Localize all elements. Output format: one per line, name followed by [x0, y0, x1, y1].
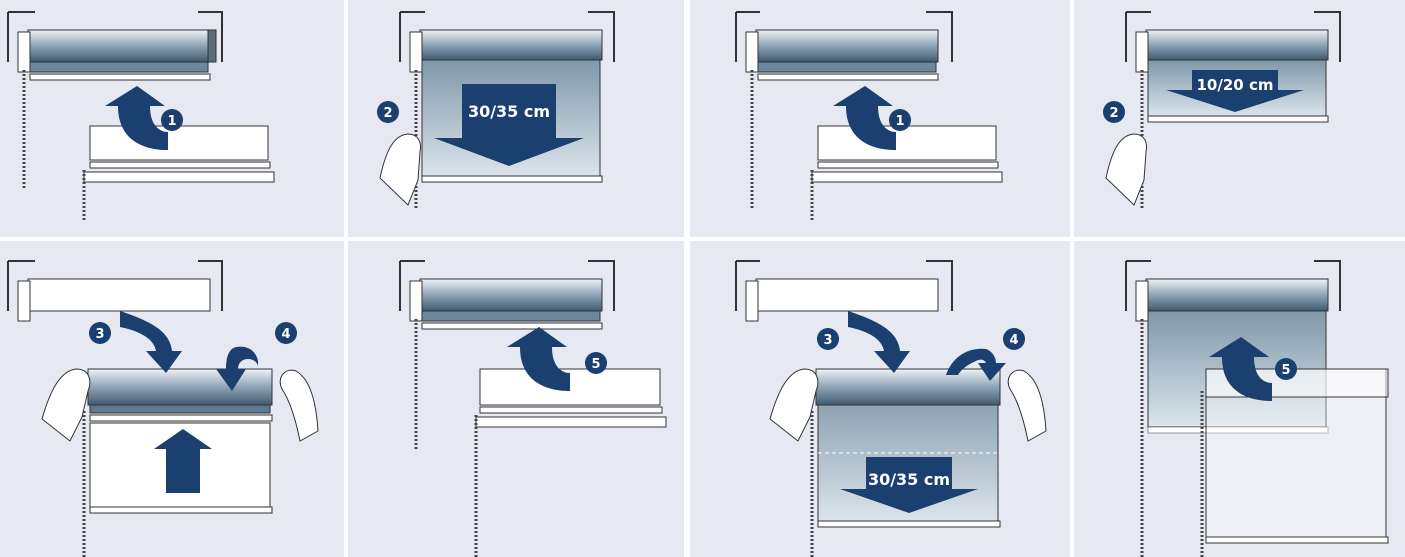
panel-b4-illustration: 5 [1074, 241, 1405, 557]
panel-b3: 30/35 cm 3 4 [690, 241, 1070, 557]
step-badge: 2 [1109, 106, 1118, 121]
curved-arrow-icon [120, 311, 182, 373]
step-badge: 4 [281, 327, 290, 342]
step-badge: 2 [383, 106, 392, 121]
panel-b4: 5 [1074, 241, 1405, 557]
panel-b1-illustration: 3 4 [0, 241, 344, 557]
hand-icon [1106, 134, 1147, 205]
panel-b2-illustration: 5 [348, 241, 684, 557]
hand-icon [42, 369, 90, 441]
panel-a4: 10/20 cm 2 [1074, 0, 1405, 237]
curved-arrow-icon [848, 311, 910, 373]
hand-icon [280, 370, 318, 441]
panel-b2: 5 [348, 241, 684, 557]
roller-tube [28, 30, 210, 62]
measurement-label: 30/35 cm [868, 470, 950, 489]
panel-b3-illustration: 30/35 cm 3 4 [690, 241, 1070, 557]
step-badge: 3 [823, 333, 832, 348]
measurement-label: 10/20 cm [1197, 76, 1274, 94]
panel-b1: 3 4 [0, 241, 344, 557]
step-badge: 5 [1281, 363, 1290, 378]
panel-a2-illustration: 30/35 cm 2 [348, 0, 684, 237]
panel-a4-illustration: 10/20 cm 2 [1074, 0, 1405, 237]
measurement-label: 30/35 cm [468, 102, 550, 121]
panel-a3: 1 [690, 0, 1070, 237]
hand-icon [380, 134, 421, 205]
step-badge: 5 [591, 357, 600, 372]
panel-a3-illustration: 1 [690, 0, 1070, 237]
step-badge: 3 [95, 327, 104, 342]
panel-a1-illustration: 1 [0, 0, 344, 237]
step-badge: 4 [1009, 333, 1018, 348]
panel-a2: 30/35 cm 2 [348, 0, 684, 237]
hand-icon [770, 369, 818, 441]
step-badge: 1 [895, 114, 904, 129]
hand-icon [1008, 370, 1046, 441]
step-badge: 1 [167, 114, 176, 129]
panel-a1: 1 [0, 0, 344, 237]
